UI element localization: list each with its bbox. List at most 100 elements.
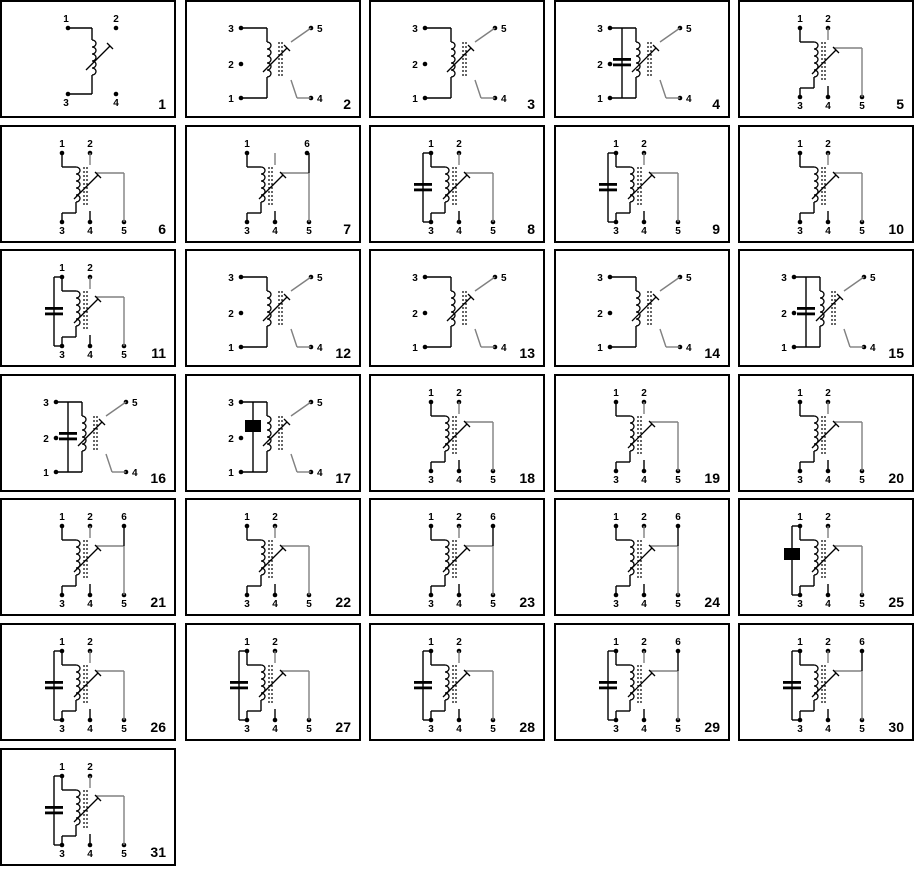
pin-label: 5: [859, 724, 865, 735]
pin-label: 4: [132, 468, 138, 479]
pin-label: 2: [87, 263, 93, 274]
pin-label: 1: [797, 637, 803, 648]
diagram-number: 6: [158, 221, 166, 237]
pin-label: 4: [825, 724, 831, 735]
pin-label: 4: [641, 724, 647, 735]
diagram-number: 16: [150, 470, 166, 486]
capacitor-symbol: [45, 307, 63, 316]
transformer-core: [821, 42, 826, 80]
pin-label: 3: [412, 273, 418, 284]
diagram-number: 29: [704, 719, 720, 735]
capacitor-symbol: [230, 681, 248, 690]
transformer-core: [821, 416, 826, 454]
wire: [659, 27, 681, 43]
adjustable-core-arrow: [627, 171, 656, 200]
pin-label: 2: [113, 14, 119, 25]
pin-label: 1: [613, 637, 619, 648]
pin-label: 6: [121, 512, 127, 523]
wire: [843, 328, 851, 348]
pin-label: 4: [825, 599, 831, 610]
pin-label: 4: [825, 475, 831, 486]
adjustable-core-arrow: [442, 544, 471, 573]
terminal-dot: [53, 435, 59, 441]
diagram-number: 18: [519, 470, 535, 486]
pin-label: 1: [797, 512, 803, 523]
pin-label: 4: [87, 226, 93, 237]
coil-winding: [266, 415, 272, 452]
diagram-number: 12: [335, 345, 351, 361]
pin-label: 3: [59, 599, 65, 610]
pin-label: 2: [87, 512, 93, 523]
adjustable-core-arrow: [85, 42, 114, 71]
terminal-dot: [422, 310, 428, 316]
transformer-core: [452, 416, 457, 454]
adjustable-core-arrow: [815, 293, 844, 322]
transformer-core: [83, 665, 88, 703]
pin-label: 3: [43, 398, 49, 409]
pin-label: 2: [412, 60, 418, 71]
pin-label: 5: [501, 273, 507, 284]
pin-label: 2: [641, 139, 647, 150]
pin-label: 3: [244, 226, 250, 237]
pin-label: 2: [228, 434, 234, 445]
pin-label: 1: [228, 468, 234, 479]
pin-label: 3: [597, 273, 603, 284]
pin-label: 4: [87, 350, 93, 361]
adjustable-core-arrow: [811, 544, 840, 573]
pin-label: 1: [797, 14, 803, 25]
pin-label: 6: [675, 512, 681, 523]
adjustable-core-arrow: [442, 171, 471, 200]
pin-label: 3: [428, 475, 434, 486]
wire: [843, 276, 865, 292]
transformer-core: [268, 540, 273, 578]
pin-label: 2: [456, 637, 462, 648]
coil-winding: [635, 41, 641, 78]
pin-label: 3: [63, 98, 69, 109]
transformer-core: [93, 416, 98, 450]
transformer-core: [278, 416, 283, 450]
pin-label: 3: [412, 24, 418, 35]
pin-label: 2: [456, 139, 462, 150]
transformer-core: [637, 416, 642, 454]
pin-label: 1: [59, 263, 65, 274]
transformer-core: [821, 167, 826, 205]
wire: [474, 27, 496, 43]
pin-label: 5: [490, 724, 496, 735]
pin-label: 1: [597, 94, 603, 105]
diagram-number: 31: [150, 844, 166, 860]
adjustable-core-arrow: [77, 418, 106, 447]
coil-winding: [635, 290, 641, 327]
pin-label: 5: [121, 226, 127, 237]
terminal-dot: [113, 91, 119, 97]
pin-label: 2: [825, 388, 831, 399]
pin-label: 1: [597, 343, 603, 354]
diagram-number: 9: [712, 221, 720, 237]
pin-label: 4: [317, 343, 323, 354]
pin-label: 2: [43, 434, 49, 445]
pin-label: 1: [797, 139, 803, 150]
pin-label: 1: [412, 343, 418, 354]
pin-label: 5: [317, 273, 323, 284]
adjustable-core-arrow: [258, 669, 287, 698]
pin-label: 4: [501, 94, 507, 105]
